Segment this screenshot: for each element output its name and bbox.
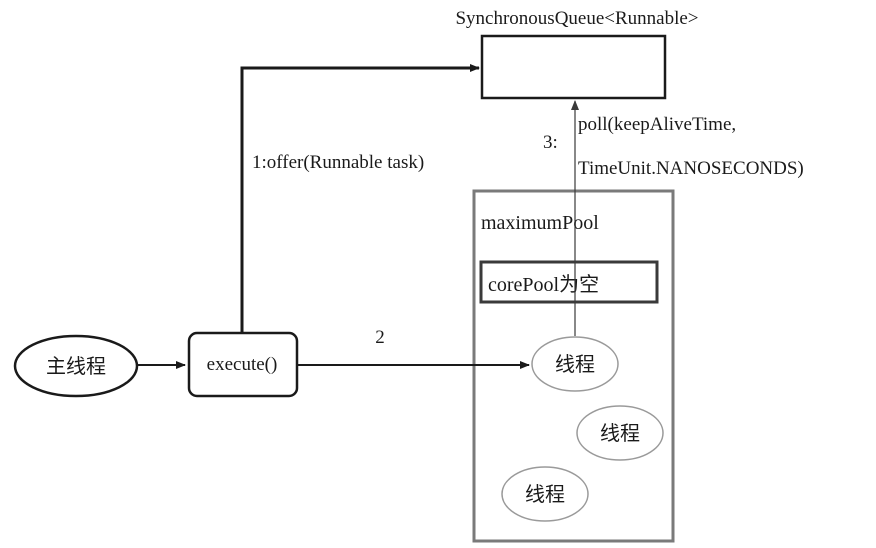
execute-node bbox=[187, 331, 299, 398]
offer-arrow bbox=[240, 64, 480, 333]
queue-title: SynchronousQueue<Runnable> bbox=[455, 8, 698, 29]
step2-label: 2 bbox=[375, 327, 385, 348]
synchronous-queue-box bbox=[480, 34, 667, 100]
core-pool-label: corePool为空 bbox=[488, 273, 599, 296]
thread-node-1 bbox=[531, 336, 619, 392]
core-pool-box bbox=[479, 260, 659, 304]
step3-label: 3: bbox=[543, 132, 558, 153]
thread-label-1: 线程 bbox=[555, 353, 595, 376]
maximum-pool-label: maximumPool bbox=[481, 212, 599, 234]
execute-label: execute() bbox=[207, 354, 278, 375]
thread-label-2: 线程 bbox=[600, 422, 640, 445]
thread-node-3 bbox=[501, 466, 589, 522]
poll-label-line2: TimeUnit.NANOSECONDS) bbox=[578, 158, 804, 179]
main-thread-node bbox=[13, 334, 139, 398]
main-thread-label: 主线程 bbox=[46, 355, 106, 378]
thread-node-2 bbox=[576, 405, 664, 461]
poll-label-line1: poll(keepAliveTime, bbox=[578, 114, 736, 135]
offer-label: 1:offer(Runnable task) bbox=[252, 152, 424, 173]
thread-label-3: 线程 bbox=[525, 483, 565, 506]
